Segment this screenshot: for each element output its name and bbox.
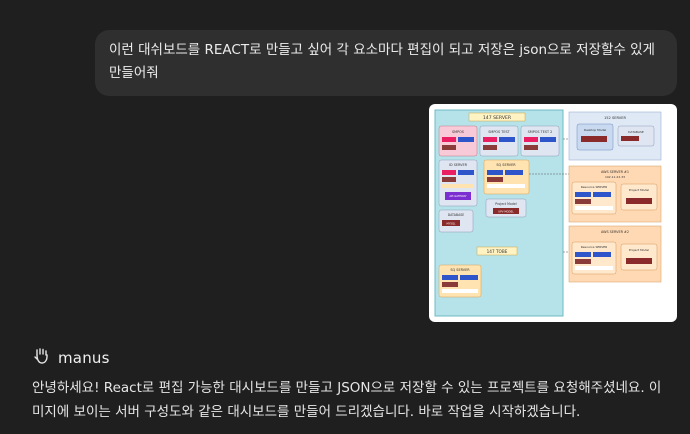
svg-text:UPV MODEL: UPV MODEL	[498, 210, 514, 214]
manus-brand: manus	[32, 346, 110, 370]
left-panel-title: 147 SERVER	[483, 115, 512, 121]
svg-text:Project Model: Project Model	[629, 248, 649, 252]
user-message-bubble: 이런 대쉬보드를 REACT로 만들고 싶어 각 요소마다 편집이 되고 저장은…	[95, 30, 677, 96]
svg-text:Project Model: Project Model	[629, 188, 649, 192]
svg-text:SMPOS: SMPOS	[452, 130, 464, 134]
tobe-title: 147 TOBE	[487, 249, 508, 254]
assistant-message: 안녕하세요! React로 편집 가능한 대시보드를 만들고 JSON으로 저장…	[32, 376, 672, 424]
svg-text:Resource SERVER: Resource SERVER	[581, 245, 607, 249]
attached-image[interactable]: 147 SERVER SMPOS SMPOS TEST SMPOS TEST 2…	[429, 104, 677, 322]
manus-hand-icon	[32, 346, 52, 370]
server-diagram: 147 SERVER SMPOS SMPOS TEST SMPOS TEST 2…	[434, 109, 662, 317]
svg-text:SMPOS TEST: SMPOS TEST	[488, 130, 510, 134]
svg-text:192.11.22.33: 192.11.22.33	[605, 175, 625, 179]
svg-text:Desktop Model: Desktop Model	[584, 128, 606, 132]
svg-text:MYSQL: MYSQL	[447, 222, 457, 226]
svg-text:ID SERVER: ID SERVER	[449, 163, 468, 167]
assistant-message-text: 안녕하세요! React로 편집 가능한 대시보드를 만들고 JSON으로 저장…	[32, 380, 662, 420]
svg-text:Project Model: Project Model	[495, 202, 517, 206]
user-message-text: 이런 대쉬보드를 REACT로 만들고 싶어 각 요소마다 편집이 되고 저장은…	[109, 42, 655, 81]
svg-text:API GATEWAY: API GATEWAY	[449, 194, 467, 198]
svg-text:SQ SERVER: SQ SERVER	[496, 163, 516, 167]
svg-text:DATABASE: DATABASE	[628, 130, 644, 134]
svg-text:152 SERVER: 152 SERVER	[604, 116, 627, 120]
svg-text:SQ SERVER: SQ SERVER	[450, 268, 470, 272]
svg-text:AWS SERVER #2: AWS SERVER #2	[601, 230, 629, 234]
svg-text:DATABASE: DATABASE	[448, 213, 465, 217]
svg-text:AWS SERVER #1: AWS SERVER #1	[601, 170, 629, 174]
svg-text:Resource SERVER: Resource SERVER	[581, 185, 607, 189]
brand-name: manus	[58, 349, 110, 367]
svg-text:SMPOS TEST 2: SMPOS TEST 2	[528, 130, 553, 134]
